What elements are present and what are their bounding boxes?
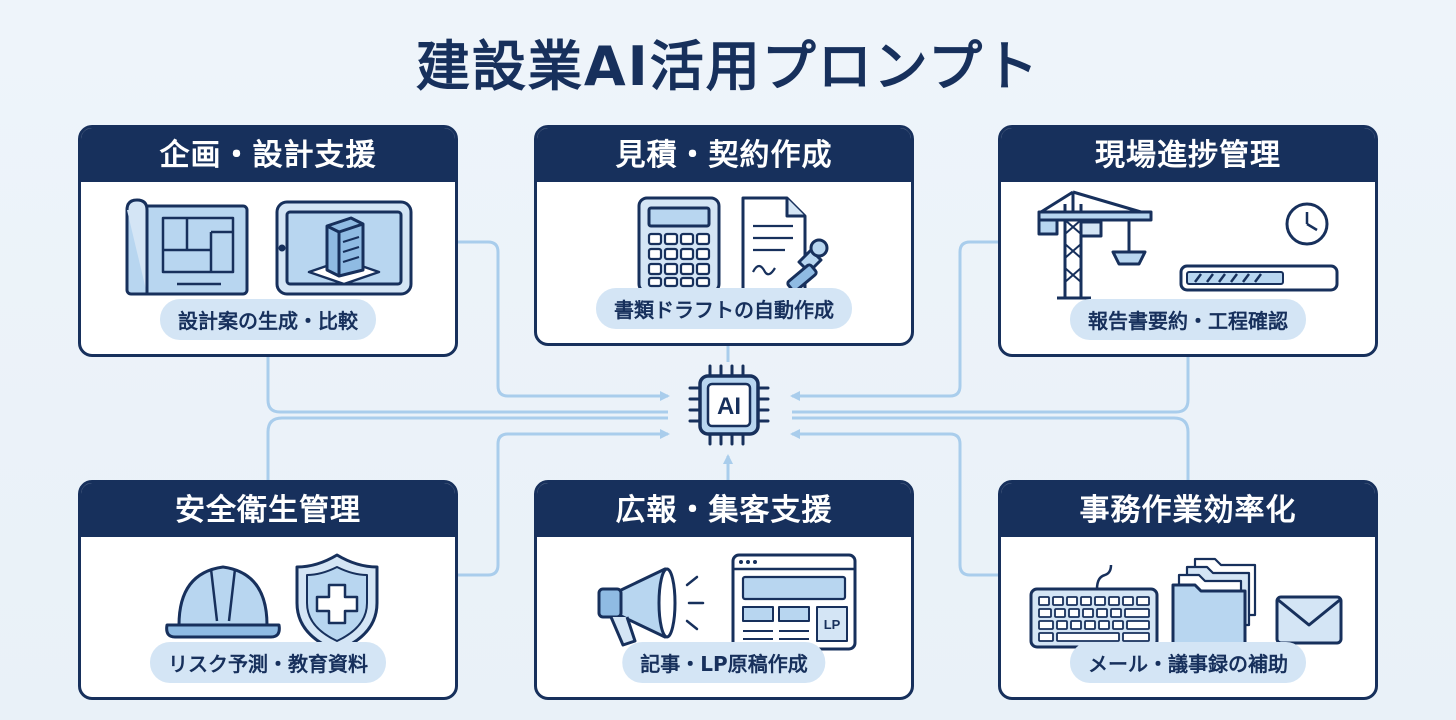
page-title: 建設業AI活用プロンプト: [415, 35, 1041, 98]
card-caption: 報告書要約・工程確認: [1070, 299, 1306, 340]
connector-site: [790, 240, 998, 401]
connector-safety-top: [266, 416, 668, 480]
ai-chip-icon: AI: [688, 364, 770, 446]
card-title: 安全衛生管理: [81, 483, 455, 537]
blueprint-icon: [125, 198, 249, 296]
card-title: 見積・契約作成: [537, 128, 911, 182]
connector-office-top: [792, 416, 1190, 480]
progress-bar-clock-icon: [1179, 202, 1339, 292]
connector-planning-bottom: [266, 357, 668, 414]
card-pr-marketing: 広報・集客支援: [534, 480, 914, 700]
crane-icon: [1037, 190, 1153, 300]
card-safety-health: 安全衛生管理 リスク予測・教育資料: [78, 480, 458, 700]
card-title: 事務作業効率化: [1001, 483, 1375, 537]
connector-office: [790, 429, 998, 577]
keyboard-icon: [1029, 564, 1159, 649]
card-caption: 書類ドラフトの自動作成: [596, 288, 852, 329]
landing-page-icon: [731, 553, 857, 651]
shield-cross-icon: [295, 553, 379, 653]
hard-hat-icon: [165, 565, 281, 639]
folders-icon: [1171, 557, 1257, 651]
card-caption: 記事・LP原稿作成: [622, 642, 826, 683]
card-planning-design: 企画・設計支援: [78, 125, 458, 357]
card-site-progress: 現場進捗管理: [998, 125, 1378, 357]
card-caption: 設計案の生成・比較: [160, 299, 376, 340]
calculator-icon: [637, 196, 721, 294]
connector-planning: [458, 240, 670, 401]
card-title: 現場進捗管理: [1001, 128, 1375, 182]
card-title: 企画・設計支援: [81, 128, 455, 182]
card-office-efficiency: 事務作業効率化: [998, 480, 1378, 700]
lp-badge: LP: [824, 617, 841, 632]
card-estimate-contract: 見積・契約作成: [534, 125, 914, 346]
connector-site-bottom: [792, 357, 1190, 414]
card-title: 広報・集客支援: [537, 483, 911, 537]
document-stamp-icon: [741, 196, 829, 293]
tablet-building-icon: [275, 200, 413, 296]
megaphone-icon: [597, 567, 705, 647]
card-caption: リスク予測・教育資料: [150, 642, 386, 683]
card-caption: メール・議事録の補助: [1070, 642, 1306, 683]
envelope-icon: [1275, 595, 1343, 645]
connector-safety: [458, 429, 670, 577]
ai-hub-label: AI: [717, 393, 741, 420]
